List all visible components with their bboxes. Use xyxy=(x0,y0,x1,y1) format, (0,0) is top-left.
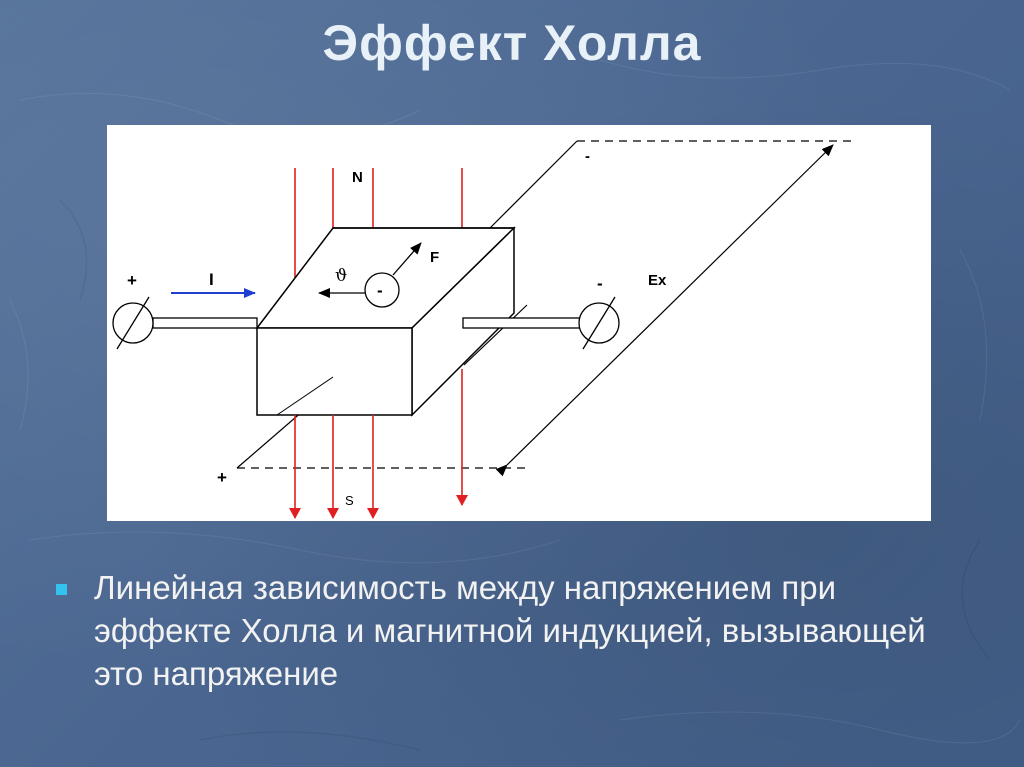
front-face-diagonal xyxy=(276,376,334,416)
left-wire xyxy=(152,317,258,329)
plane-left-edge-top xyxy=(489,140,578,229)
right-meter xyxy=(578,296,620,350)
bullet-text: Линейная зависимость между напряжением п… xyxy=(94,569,926,692)
voltmeter-minus-label: - xyxy=(597,274,603,293)
current-plus-label: + xyxy=(127,271,137,290)
force-arrow xyxy=(392,242,422,276)
top-minus-label: - xyxy=(585,148,590,165)
current-label: I xyxy=(209,270,214,289)
bottom-plus-label: + xyxy=(217,468,227,487)
electron-circle xyxy=(364,272,400,308)
left-meter-needle xyxy=(116,296,150,350)
field-n-label: N xyxy=(352,169,363,186)
right-meter-needle xyxy=(582,296,616,350)
left-meter xyxy=(112,296,154,350)
magnetic-field-lines-bottom xyxy=(289,369,468,519)
ex-arrow-line xyxy=(495,144,834,477)
diagram-svg: + I N S ϑ - F - Ex - + xyxy=(112,140,855,519)
electron-label: - xyxy=(377,281,383,300)
electron xyxy=(318,242,422,308)
field-s-label: S xyxy=(345,493,354,508)
velocity-label: ϑ xyxy=(335,266,347,286)
bullet-square-icon xyxy=(56,584,67,595)
hall-field-arrow xyxy=(495,144,834,477)
hall-effect-diagram: + I N S ϑ - F - Ex - + xyxy=(107,125,931,521)
hall-field-label: Ex xyxy=(648,272,667,289)
slide-title: Эффект Холла xyxy=(322,15,702,71)
force-label: F xyxy=(430,249,439,266)
right-wire xyxy=(462,317,581,329)
plate-front-face xyxy=(256,327,413,416)
